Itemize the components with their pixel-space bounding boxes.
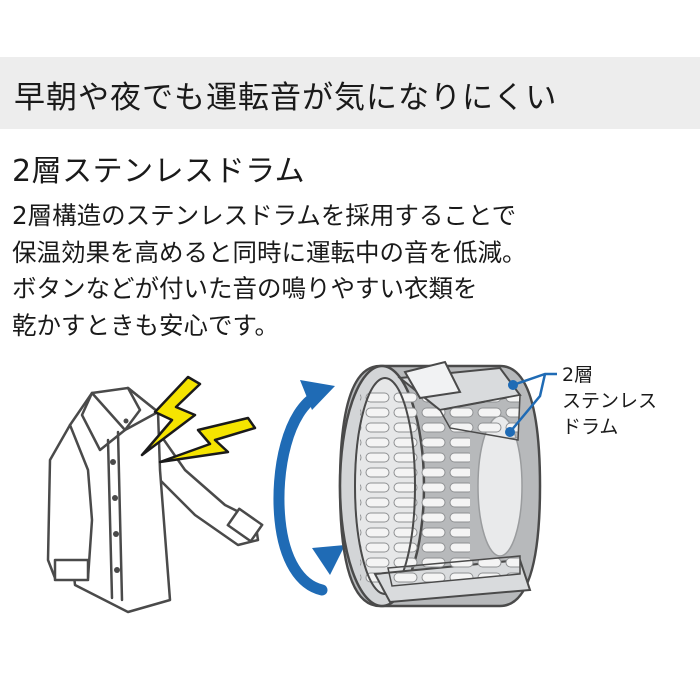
body-line: 2層構造のステンレスドラムを採用することで [12,201,517,230]
callout-line: ドラム [562,416,619,438]
rotation-arrow-icon [273,380,345,596]
drum-illustration [46,360,557,614]
page-title: 早朝や夜でも運転音が気になりにくい [14,80,558,116]
header-band [0,57,700,129]
callout-dot [505,427,515,437]
shirt-buttons [110,418,129,573]
body-line: 乾かすときも安心です。 [12,310,280,340]
body-line: ボタンなどが付いた音の鳴りやすい衣類を [12,274,478,303]
section-title: 2層ステンレスドラム [12,154,306,189]
body-line: 保温効果を高めると同時に運転中の音を低減。 [12,237,527,267]
callout-dot [508,380,518,390]
callout-line: 2層 [562,364,594,386]
drum-callout-label: 2層 ステンレス ドラム [562,362,657,440]
lightning-icon [140,375,257,464]
drum-icon [338,360,542,608]
section-body: 2層構造のステンレスドラムを採用することで 保温効果を高めると同時に運転中の音を… [12,198,527,344]
callout-connector [509,372,557,433]
callout-line: ステンレス [562,390,658,412]
